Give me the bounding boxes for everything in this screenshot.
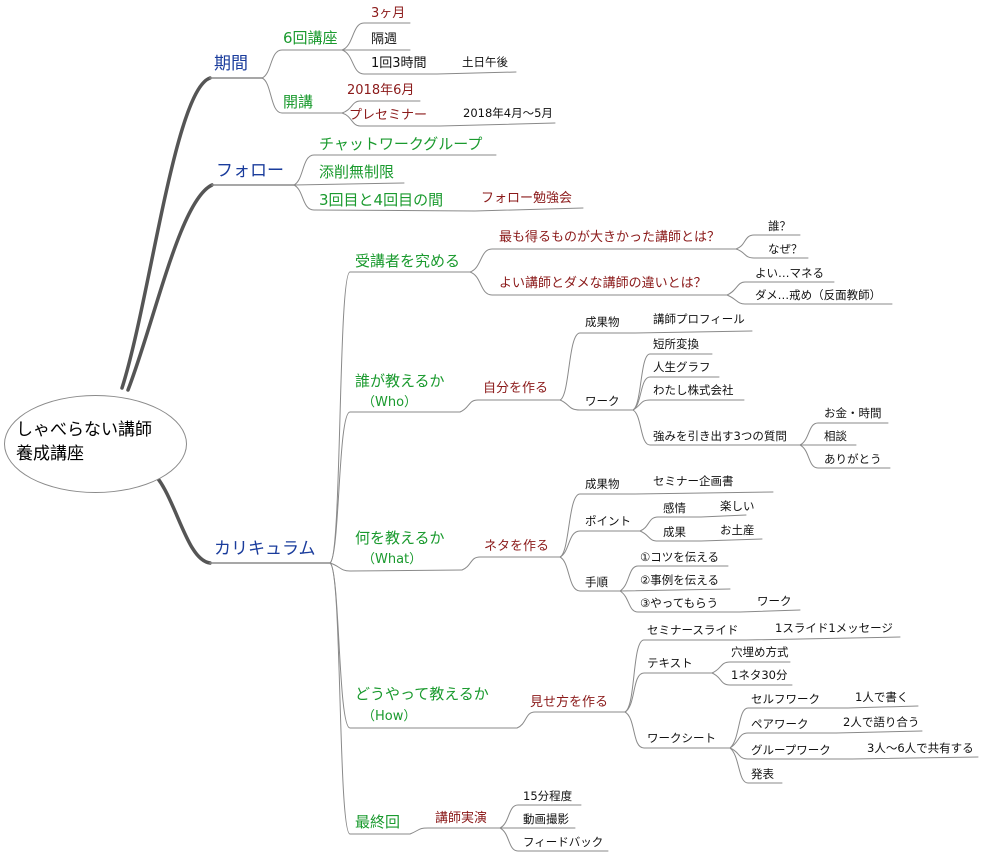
topic-what-teaches-sub[interactable]: （What） bbox=[362, 552, 423, 567]
topic-opening[interactable]: 開講 bbox=[283, 93, 314, 111]
topic-instructor-profile[interactable]: 講師プロフィール bbox=[653, 312, 745, 326]
topic-souvenir[interactable]: お土産 bbox=[720, 523, 755, 537]
topic-who-teaches[interactable]: 誰が教えるか bbox=[355, 372, 445, 390]
topic-life-graph[interactable]: 人生グラフ bbox=[653, 360, 711, 374]
topic-good-bad-question[interactable]: よい講師とダメな講師の違いとは？ bbox=[499, 276, 707, 291]
topic-emotion[interactable]: 感情 bbox=[663, 501, 686, 515]
topic-who-deliverable[interactable]: 成果物 bbox=[585, 315, 620, 329]
topic-follow-study[interactable]: フォロー勉強会 bbox=[481, 191, 573, 206]
topic-money-time[interactable]: お金・時間 bbox=[824, 406, 882, 420]
topic-three-months[interactable]: 3ヶ月 bbox=[371, 6, 406, 21]
topic-who-question[interactable]: 誰？ bbox=[768, 219, 791, 233]
topic-fill-blank[interactable]: 穴埋め方式 bbox=[731, 645, 789, 659]
topic-weekend-afternoon[interactable]: 土日午後 bbox=[462, 55, 508, 69]
topic-what-deliverable[interactable]: 成果物 bbox=[585, 477, 620, 491]
topic-preseminar[interactable]: プレセミナー bbox=[349, 108, 428, 123]
topic-seminar-plan[interactable]: セミナー企画書 bbox=[653, 474, 734, 488]
topic-worksheet[interactable]: ワークシート bbox=[647, 731, 716, 745]
topic-between-sessions[interactable]: 3回目と4回目の間 bbox=[319, 191, 444, 209]
topic-three-strength-questions[interactable]: 強みを引き出す3つの質問 bbox=[653, 429, 787, 443]
topic-step-examples[interactable]: ②事例を伝える bbox=[640, 573, 719, 587]
topic-presentation[interactable]: 発表 bbox=[751, 767, 774, 781]
connector-root-curriculum bbox=[148, 468, 212, 565]
topic-one-slide-one-message[interactable]: 1スライド1メッセージ bbox=[775, 621, 893, 635]
topic-instructor-demo[interactable]: 講師実演 bbox=[435, 811, 488, 826]
topic-what-teaches[interactable]: 何を教えるか bbox=[355, 529, 445, 547]
topic-write-alone[interactable]: 1人で書く bbox=[855, 690, 909, 704]
topic-step-work[interactable]: ワーク bbox=[757, 594, 792, 608]
topic-how-teaches-sub[interactable]: （How） bbox=[362, 709, 417, 724]
topic-period[interactable]: 期間 bbox=[214, 54, 248, 74]
topic-consult[interactable]: 相談 bbox=[824, 429, 847, 443]
topic-six-sessions[interactable]: 6回講座 bbox=[283, 29, 338, 47]
topic-feedback[interactable]: フィードバック bbox=[523, 835, 604, 849]
topic-fun[interactable]: 楽しい bbox=[720, 499, 755, 513]
topic-curriculum[interactable]: カリキュラム bbox=[214, 539, 316, 559]
topic-make-self[interactable]: 自分を作る bbox=[483, 381, 549, 396]
topic-chatwork-group[interactable]: チャットワークグループ bbox=[319, 135, 483, 153]
topic-three-hours[interactable]: 1回3時間 bbox=[371, 56, 427, 71]
topic-shortcoming-conversion[interactable]: 短所変換 bbox=[653, 337, 699, 351]
topic-video-recording[interactable]: 動画撮影 bbox=[523, 812, 569, 826]
topic-learner[interactable]: 受講者を究める bbox=[355, 252, 461, 270]
topic-open-date[interactable]: 2018年6月 bbox=[347, 83, 415, 98]
topic-result[interactable]: 成果 bbox=[663, 525, 686, 539]
topic-unlimited-correction[interactable]: 添削無制限 bbox=[319, 163, 395, 181]
topic-make-topic[interactable]: ネタを作る bbox=[484, 539, 550, 554]
topic-group-work[interactable]: グループワーク bbox=[751, 743, 831, 757]
topic-fifteen-minutes[interactable]: 15分程度 bbox=[523, 789, 573, 803]
central-topic-bubble[interactable] bbox=[4, 395, 187, 493]
topic-thank-you[interactable]: ありがとう bbox=[824, 452, 882, 466]
topic-step-tips[interactable]: ①コツを伝える bbox=[640, 550, 719, 564]
topic-best-instructor-question[interactable]: 最も得るものが大きかった講師とは？ bbox=[499, 230, 721, 245]
topic-follow[interactable]: フォロー bbox=[216, 161, 284, 181]
topic-step-do[interactable]: ③やってもらう bbox=[640, 596, 719, 610]
topic-talk-in-pairs[interactable]: 2人で語り合う bbox=[843, 715, 920, 729]
topic-bad-lesson[interactable]: ダメ…戒め（反面教師） bbox=[755, 288, 882, 302]
topic-why-question[interactable]: なぜ？ bbox=[768, 242, 803, 256]
topic-final-session[interactable]: 最終回 bbox=[355, 813, 401, 831]
central-topic-label: しゃべらない講師 養成講座 bbox=[16, 420, 152, 464]
topic-my-company[interactable]: わたし株式会社 bbox=[653, 383, 734, 397]
topic-good-imitate[interactable]: よい…マネる bbox=[755, 266, 824, 280]
topic-steps[interactable]: 手順 bbox=[585, 575, 608, 589]
topic-pair-work[interactable]: ペアワーク bbox=[751, 717, 809, 731]
topic-how-teaches[interactable]: どうやって教えるか bbox=[355, 685, 489, 703]
topic-text[interactable]: テキスト bbox=[647, 656, 693, 670]
topic-one-topic-thirty[interactable]: 1ネタ30分 bbox=[731, 668, 788, 682]
topic-point[interactable]: ポイント bbox=[585, 514, 631, 528]
topic-who-work[interactable]: ワーク bbox=[585, 394, 620, 408]
topic-self-work[interactable]: セルフワーク bbox=[751, 692, 820, 706]
topic-seminar-slides[interactable]: セミナースライド bbox=[647, 623, 739, 637]
topic-make-presentation[interactable]: 見せ方を作る bbox=[530, 695, 609, 710]
topic-who-teaches-sub[interactable]: （Who） bbox=[362, 395, 418, 410]
topic-biweekly[interactable]: 隔週 bbox=[371, 32, 398, 47]
connector-root-period bbox=[120, 76, 212, 390]
topic-preseminar-date[interactable]: 2018年4月～5月 bbox=[463, 106, 553, 120]
connector-root-follow bbox=[126, 183, 214, 392]
topic-share-in-group[interactable]: 3人～6人で共有する bbox=[867, 741, 974, 755]
